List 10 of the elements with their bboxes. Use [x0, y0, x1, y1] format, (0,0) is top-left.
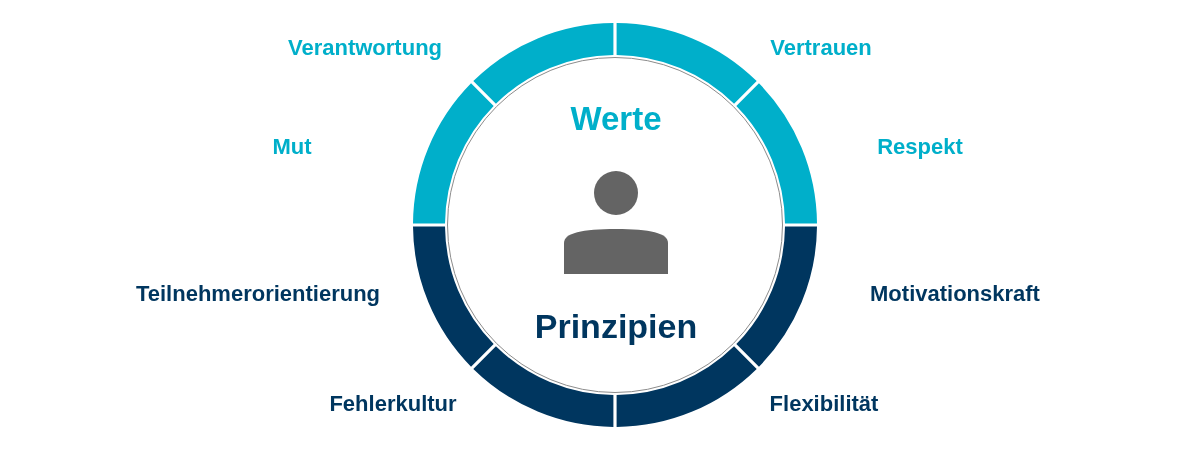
segment-label: Fehlerkultur — [329, 391, 457, 417]
segment-label: Vertrauen — [770, 35, 872, 61]
segment-label: Mut — [272, 134, 312, 160]
segment-label: Verantwortung — [288, 35, 442, 61]
segment-label: Motivationskraft — [870, 281, 1040, 307]
segment-label: Teilnehmerorientierung — [135, 281, 381, 307]
circle-heading: Prinzipien — [534, 307, 698, 347]
circle-heading: Werte — [570, 100, 662, 138]
segment-label: Flexibilität — [769, 391, 879, 417]
segment-label: Respekt — [877, 134, 963, 160]
